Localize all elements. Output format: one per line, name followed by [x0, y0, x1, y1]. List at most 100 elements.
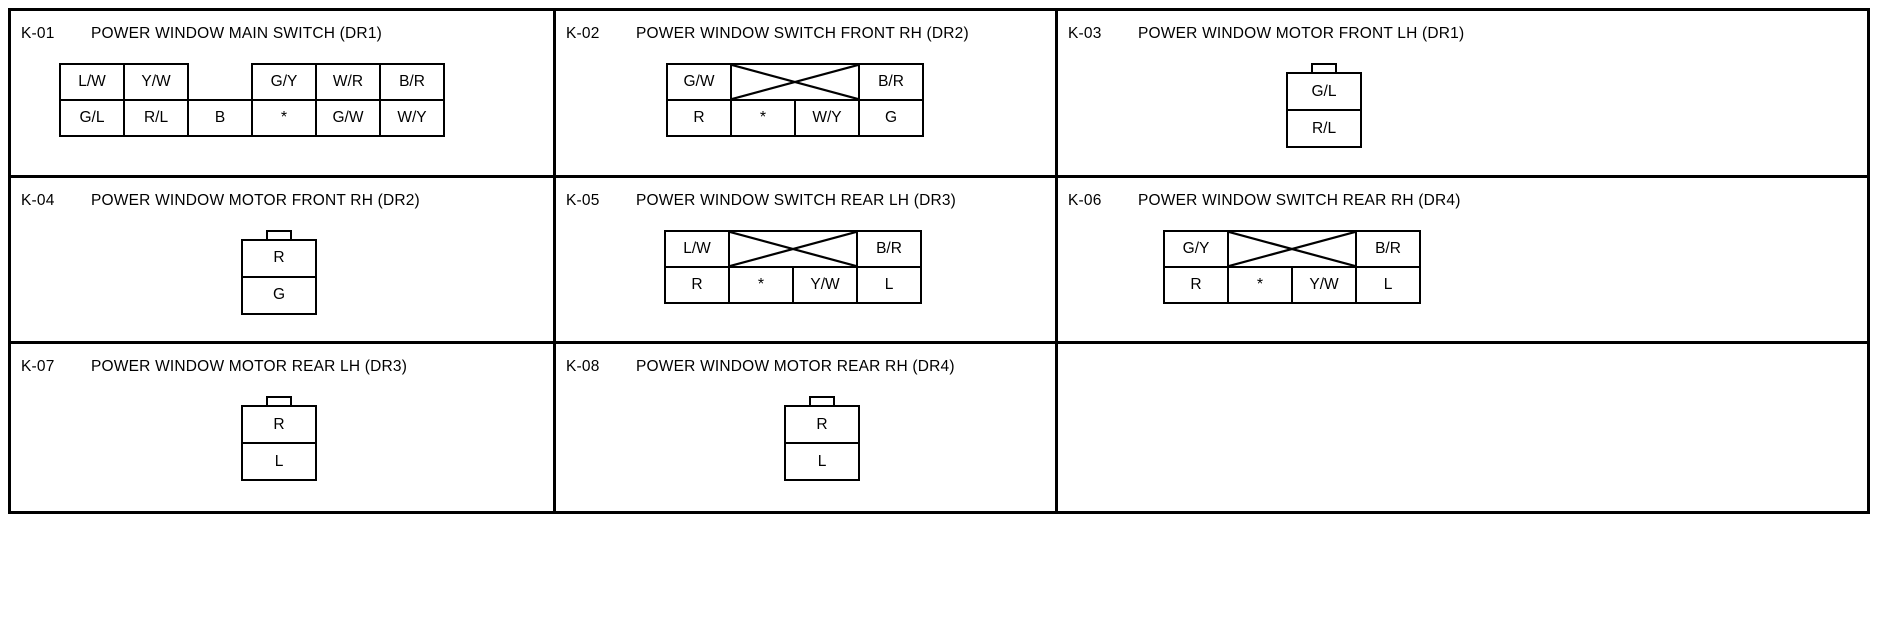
connector-code: K-02	[566, 25, 600, 42]
pin-row-bottom: R * W/Y G	[666, 99, 924, 137]
cross-out-icon	[732, 65, 858, 99]
motor-connector: R L	[784, 396, 860, 482]
pin-cell: B	[187, 99, 253, 137]
pin-cell: R	[241, 405, 317, 445]
connector-tab	[809, 396, 835, 408]
pin-cell: L/W	[59, 63, 125, 101]
motor-connector: R L	[241, 396, 317, 482]
connector-cell-k-01[interactable]: K-01 POWER WINDOW MAIN SWITCH (DR1) L/W Y…	[11, 11, 556, 178]
connector-artwork: G/L R/L	[1058, 63, 1867, 148]
pin-cell: Y/W	[792, 265, 858, 304]
cross-out-icon	[730, 232, 856, 266]
connector-artwork: R L	[556, 396, 1055, 482]
pin-row-bottom: L	[784, 442, 860, 482]
connector-title: POWER WINDOW MOTOR FRONT LH (DR1)	[1138, 25, 1465, 42]
pin-cell: R/L	[1286, 109, 1362, 148]
pin-cell: R	[664, 265, 730, 304]
pin-cell-unused-marker: *	[1227, 265, 1293, 304]
pin-row-bottom: G/L R/L B * G/W W/Y	[59, 99, 445, 137]
pin-row-bottom: R * Y/W L	[664, 265, 922, 304]
pin-table: G/Y B/R R * Y/W L	[1163, 229, 1421, 304]
pin-table: R L	[241, 405, 317, 482]
pin-cell-unused-marker: *	[728, 265, 794, 304]
connector-title: POWER WINDOW MOTOR REAR RH (DR4)	[636, 358, 955, 376]
motor-connector: R G	[241, 229, 317, 315]
pin-row-bottom: R/L	[1286, 109, 1362, 148]
pin-row-top: R	[784, 405, 860, 445]
pin-row-top: R	[241, 405, 317, 445]
pin-row-top: G/Y B/R	[1163, 229, 1421, 268]
pin-table: R G	[241, 238, 317, 315]
connector-header: K-01 POWER WINDOW MAIN SWITCH (DR1)	[21, 25, 382, 43]
connector-artwork: L/W B/R R * Y/W L	[556, 229, 1055, 304]
connector-artwork: R G	[11, 229, 553, 315]
pin-table: R L	[784, 405, 860, 482]
pin-cell: W/Y	[794, 99, 860, 137]
pin-row-top: L/W B/R	[664, 229, 922, 268]
pin-cell-crossed-blank	[1227, 229, 1357, 268]
connector-cell-empty	[1058, 344, 1867, 511]
pin-cell-crossed-blank	[728, 229, 858, 268]
pin-cell: Y/W	[123, 63, 189, 101]
pin-cell: R	[666, 99, 732, 137]
pin-cell: Y/W	[1291, 265, 1357, 304]
connector-header: K-02 POWER WINDOW SWITCH FRONT RH (DR2)	[566, 25, 969, 43]
pin-cell: W/R	[315, 63, 381, 101]
connector-code: K-05	[566, 191, 600, 209]
connector-artwork: R L	[11, 396, 553, 482]
pin-cell: G/W	[315, 99, 381, 137]
motor-connector: G/L R/L	[1286, 63, 1362, 148]
connector-cell-k-03[interactable]: K-03 POWER WINDOW MOTOR FRONT LH (DR1) G/…	[1058, 11, 1867, 178]
connector-tab	[266, 396, 292, 408]
connector-code: K-07	[21, 358, 55, 376]
cross-out-icon	[1229, 232, 1355, 266]
connector-cell-k-05[interactable]: K-05 POWER WINDOW SWITCH REAR LH (DR3) L/…	[556, 177, 1058, 345]
pin-cell: L/W	[664, 229, 730, 268]
pin-row-bottom: G	[241, 275, 317, 315]
pin-cell: R	[784, 405, 860, 445]
connector-grid: K-01 POWER WINDOW MAIN SWITCH (DR1) L/W Y…	[8, 8, 1870, 514]
connector-cell-k-02[interactable]: K-02 POWER WINDOW SWITCH FRONT RH (DR2) G…	[556, 11, 1058, 178]
pin-cell: G/Y	[1163, 229, 1229, 268]
connector-artwork: L/W Y/W G/Y W/R B/R G/L R/L B * G/W W/Y	[11, 63, 553, 137]
connector-title: POWER WINDOW SWITCH FRONT RH (DR2)	[636, 25, 969, 42]
connector-header: K-05 POWER WINDOW SWITCH REAR LH (DR3)	[566, 192, 956, 210]
pin-cell-empty	[188, 64, 252, 100]
pin-cell: L	[1355, 265, 1421, 304]
pin-table: L/W B/R R * Y/W L	[664, 229, 922, 304]
pin-cell: B/R	[856, 229, 922, 268]
pin-row-top: G/L	[1286, 72, 1362, 111]
pin-cell: L	[784, 442, 860, 482]
pin-cell: R/L	[123, 99, 189, 137]
pin-cell: G/L	[1286, 72, 1362, 111]
connector-code: K-04	[21, 191, 55, 209]
pin-cell: B/R	[1355, 229, 1421, 268]
pin-cell: R	[241, 238, 317, 278]
pin-cell: G/W	[666, 63, 732, 101]
connector-tab	[266, 229, 292, 241]
pin-table: L/W Y/W G/Y W/R B/R G/L R/L B * G/W W/Y	[59, 63, 445, 137]
pin-cell: L	[241, 442, 317, 482]
connector-title: POWER WINDOW MAIN SWITCH (DR1)	[91, 25, 383, 42]
connector-code: K-03	[1068, 25, 1102, 42]
connector-tab	[1311, 63, 1337, 74]
connector-header: K-03 POWER WINDOW MOTOR FRONT LH (DR1)	[1068, 25, 1464, 43]
pin-cell: B/R	[858, 63, 924, 101]
pin-table: G/W B/R R * W/Y G	[666, 63, 924, 137]
pin-cell: G/Y	[251, 63, 317, 101]
pin-cell-unused-marker: *	[251, 99, 317, 137]
connector-code: K-01	[21, 25, 55, 42]
pin-row-bottom: R * Y/W L	[1163, 265, 1421, 304]
pin-cell: G	[241, 275, 317, 315]
connector-title: POWER WINDOW SWITCH REAR LH (DR3)	[636, 191, 957, 209]
connector-title: POWER WINDOW SWITCH REAR RH (DR4)	[1138, 191, 1461, 209]
connector-artwork: G/W B/R R * W/Y G	[556, 63, 1055, 137]
